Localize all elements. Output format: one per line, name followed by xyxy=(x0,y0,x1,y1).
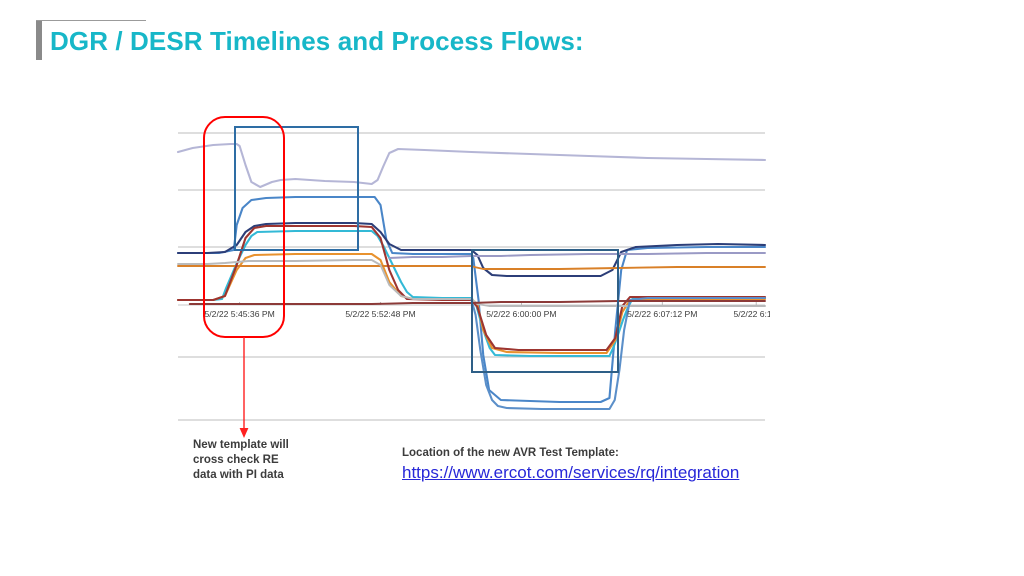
series-dark-red xyxy=(176,224,767,352)
avr-template-label: Location of the new AVR Test Template: xyxy=(402,447,619,459)
callout-note-line: data with PI data xyxy=(193,469,284,481)
box-left xyxy=(234,126,359,251)
series-lavender-high xyxy=(176,142,767,189)
chart-svg: 5/2/22 5:45:36 PM 5/2/22 5:52:48 PM 5/2/22… xyxy=(176,126,770,421)
title-accent-bar xyxy=(36,21,42,60)
chart-xaxis-labels: 5/2/22 5:45:36 PM 5/2/22 5:52:48 PM 5/2/22… xyxy=(205,309,770,319)
callout-note-line: New template will xyxy=(193,439,289,451)
callout-note: New template will cross check RE data with… xyxy=(193,438,313,483)
xaxis-label-0: 5/2/22 5:45:36 PM xyxy=(205,309,275,319)
chart-highlight-boxes xyxy=(234,126,619,373)
xaxis-label-4: 5/2/22 6:14: xyxy=(733,309,770,319)
series-grey-line xyxy=(177,259,766,307)
page-title: DGR / DESR Timelines and Process Flows: xyxy=(50,26,584,56)
series-blue-deep-dip xyxy=(470,296,767,411)
callout-note-line: cross check RE xyxy=(193,454,279,466)
timeseries-chart: 5/2/22 5:45:36 PM 5/2/22 5:52:48 PM 5/2/22… xyxy=(170,115,770,430)
avr-template-block: Location of the new AVR Test Template: h… xyxy=(402,445,802,483)
xaxis-label-2: 5/2/22 6:00:00 PM xyxy=(486,309,556,319)
box-right xyxy=(471,249,619,373)
series-thin-purple xyxy=(388,252,766,259)
xaxis-label-3: 5/2/22 6:07:12 PM xyxy=(627,309,697,319)
xaxis-label-1: 5/2/22 5:52:48 PM xyxy=(345,309,415,319)
callout-arrow-icon xyxy=(239,337,249,438)
title-rule xyxy=(36,20,146,21)
avr-template-link[interactable]: https://www.ercot.com/services/rq/integr… xyxy=(402,463,740,482)
series-steel-blue-step xyxy=(176,195,767,404)
series-maroon-baseline xyxy=(188,300,766,305)
